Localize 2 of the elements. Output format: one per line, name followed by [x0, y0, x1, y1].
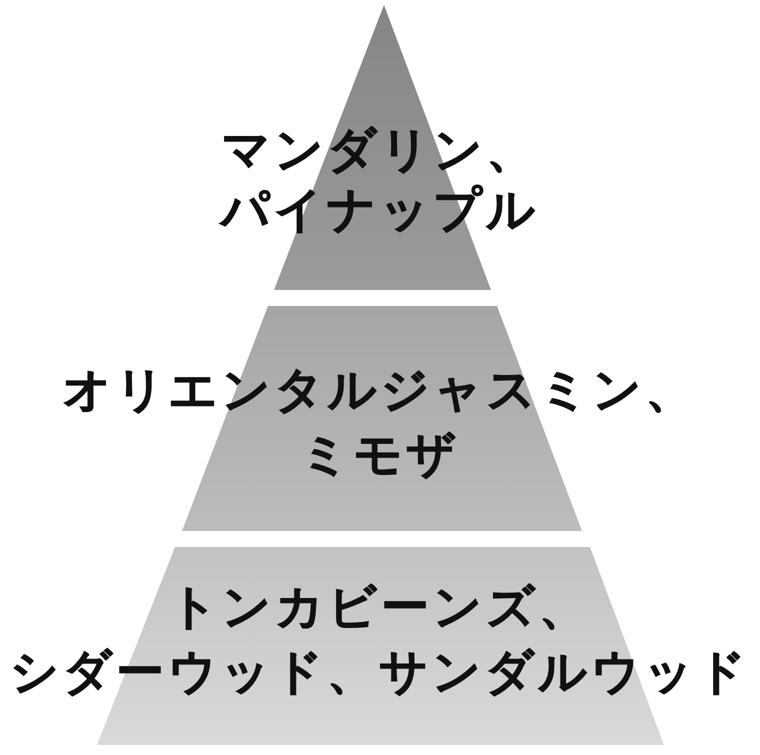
tier-label: オリエンタルジャスミン、ミモザ: [62, 361, 698, 485]
tier-label: トンカビーンズ、シダーウッド、サンダルウッド: [10, 578, 750, 702]
